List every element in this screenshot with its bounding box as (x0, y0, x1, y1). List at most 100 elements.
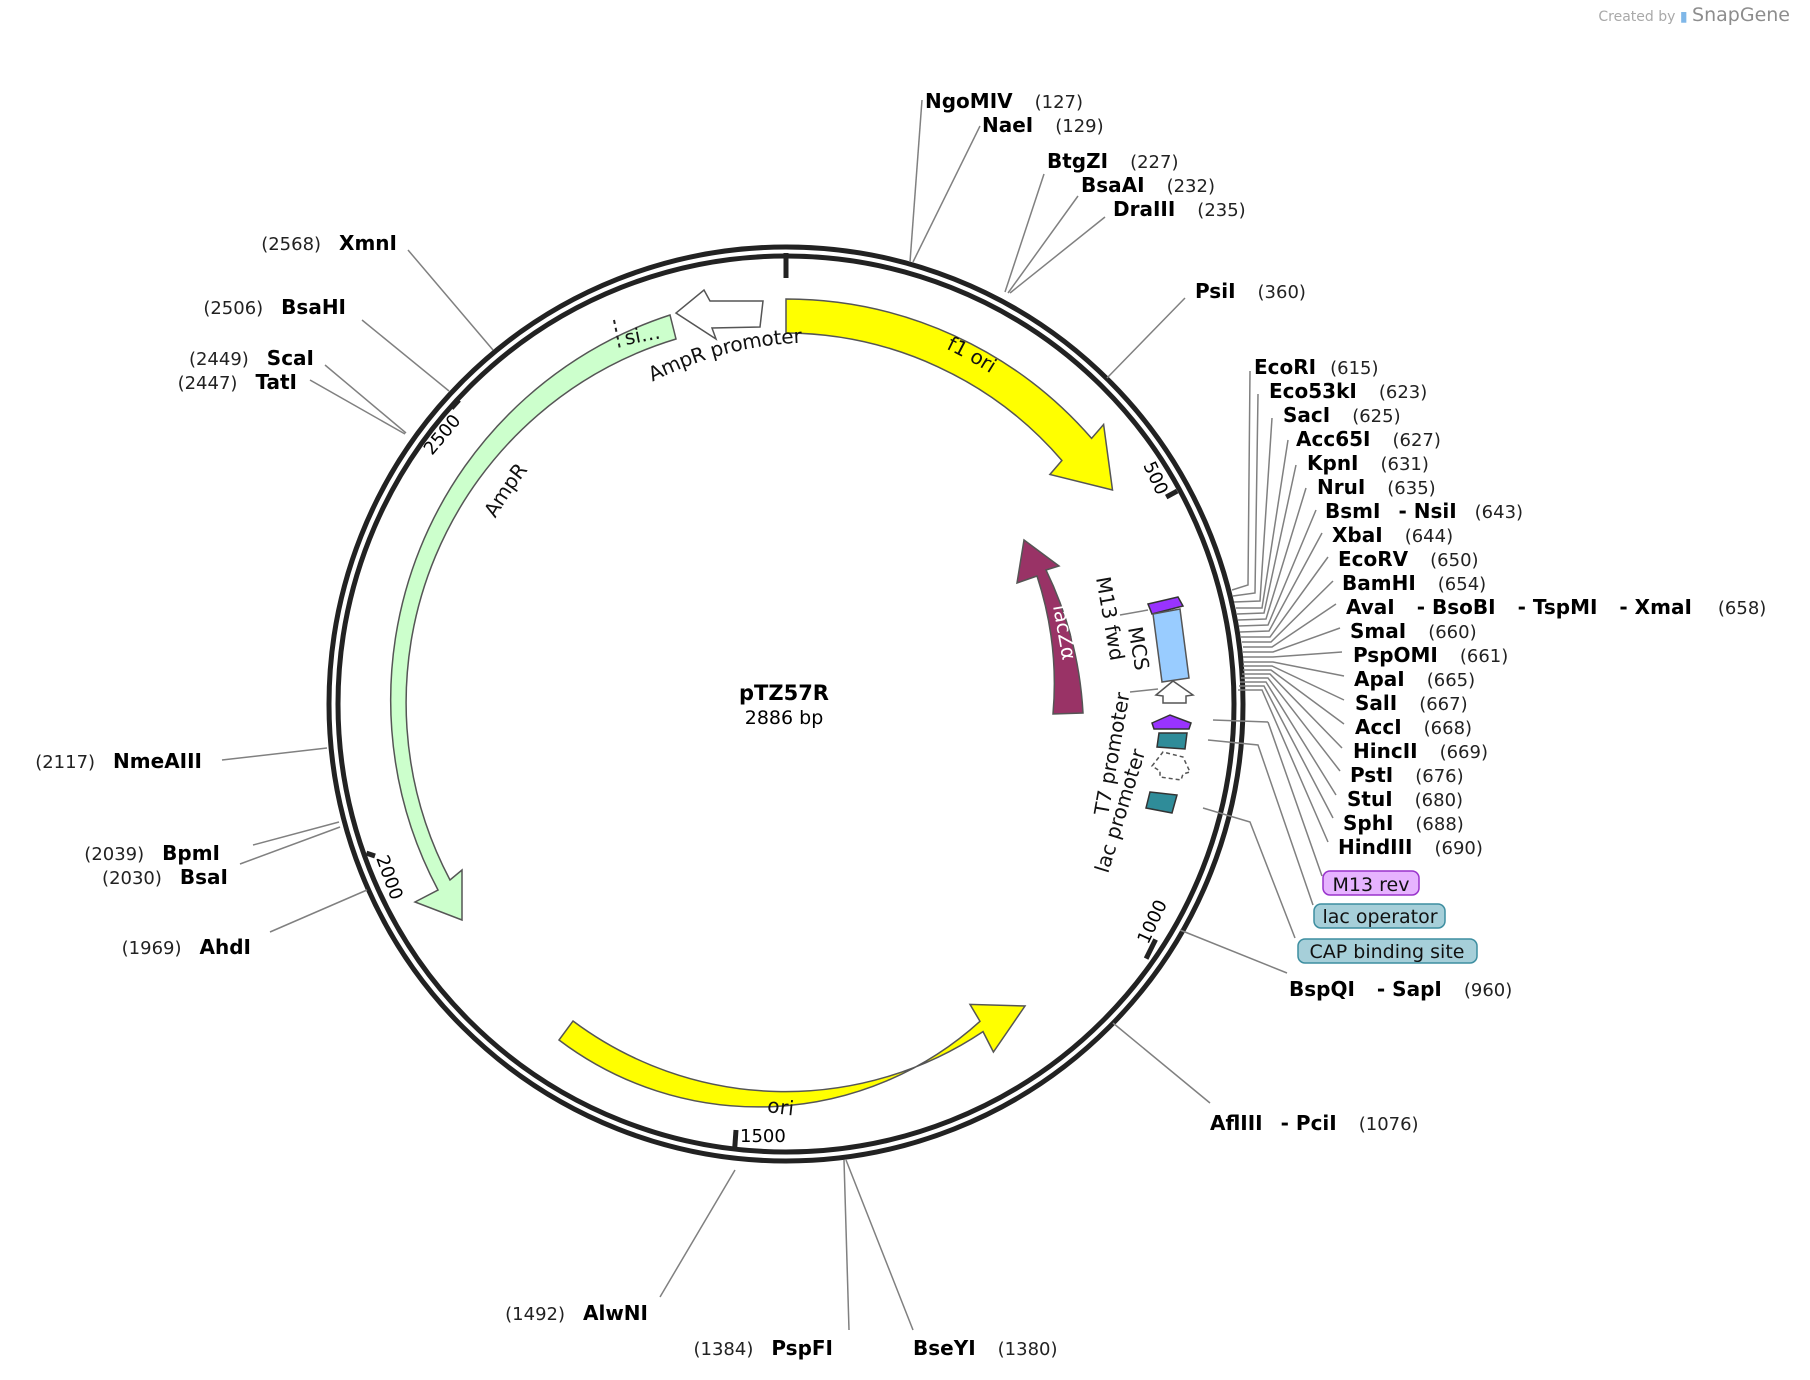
enzyme-pspfi[interactable]: (1384)PspFI (694, 1336, 834, 1360)
leader-saci (1233, 417, 1273, 603)
ampr-arrow[interactable] (389, 314, 677, 922)
enzyme-acci[interactable]: AccI(668) (1355, 715, 1472, 739)
enzyme-bspqi[interactable]: BspQI- SapI(960) (1289, 977, 1512, 1001)
leader-sali (1243, 665, 1345, 701)
badge-lac-operator-label: lac operator (1322, 906, 1437, 928)
enzyme-nrui[interactable]: NruI(635) (1317, 475, 1436, 499)
cap-site-box[interactable] (1145, 791, 1178, 814)
leader-draiii (1009, 216, 1106, 294)
enzyme-apai[interactable]: ApaI(665) (1354, 667, 1475, 691)
enzyme-btgzi[interactable]: BtgZI(227) (1047, 149, 1178, 173)
enzyme-psti[interactable]: PstI(676) (1350, 763, 1464, 787)
t7-promoter-arrow[interactable] (1154, 680, 1195, 704)
enzyme-bsaai[interactable]: BsaAI(232) (1081, 173, 1215, 197)
enzyme-saci[interactable]: SacI(625) (1283, 403, 1401, 427)
leader-bamhi (1242, 580, 1334, 643)
enzyme-pspomi[interactable]: PspOMI(661) (1353, 643, 1508, 667)
cap-site-leader (1202, 807, 1296, 939)
leader-alwni (659, 1169, 736, 1298)
badge-cap-site-label: CAP binding site (1310, 941, 1465, 963)
leader-pspomi (1243, 651, 1343, 658)
enzyme-avai[interactable]: AvaI- BsoBI- TspMI- XmaI(658) (1346, 595, 1766, 619)
badge-m13-rev-bg (1322, 870, 1420, 896)
m13-fwd-arrow[interactable] (1146, 596, 1185, 615)
leader-hincii (1242, 673, 1343, 749)
enzyme-bseyi[interactable]: BseYI(1380) (913, 1336, 1058, 1360)
enzyme-bamhi[interactable]: BamHI(654) (1342, 571, 1486, 595)
plasmid-name: pTZ57R (739, 681, 829, 705)
leader-bsmi (1238, 509, 1317, 627)
badge-m13-rev-label: M13 rev (1333, 874, 1410, 896)
leader-psii (1106, 297, 1186, 379)
enzyme-labels: NgoMIV(127) NaeI(129) BtgZI(227) BsaAI(2… (35, 89, 1766, 1360)
m13-fwd-label: M13 fwd (1091, 575, 1129, 663)
leader-bsahi (361, 319, 450, 392)
scale-ticks (365, 398, 1179, 1149)
leader-kpni (1236, 464, 1297, 615)
enzyme-ngomiv[interactable]: NgoMIV(127) (925, 89, 1083, 113)
leader-bspqi (1179, 929, 1288, 974)
tick-label-1500: 1500 (740, 1126, 786, 1147)
enzyme-bsai[interactable]: (2030)BsaI (102, 865, 228, 889)
enzyme-psii[interactable]: PsiI(360) (1195, 279, 1306, 303)
enzyme-leaders (221, 99, 1345, 1331)
ori-arrow[interactable] (557, 1003, 1027, 1108)
leader-hindiii (1238, 689, 1329, 843)
enzyme-sali[interactable]: SalI(667) (1355, 691, 1468, 715)
lac-promoter-arrow[interactable] (1150, 751, 1192, 781)
enzyme-ecori[interactable]: EcoRI(615) (1254, 355, 1379, 379)
f1-ori-arrow[interactable] (785, 298, 1114, 491)
enzyme-ecorv[interactable]: EcoRV(650) (1338, 547, 1479, 571)
enzyme-hincii[interactable]: HincII(669) (1353, 739, 1488, 763)
tick-500 (1165, 488, 1179, 500)
enzyme-kpni[interactable]: KpnI(631) (1307, 451, 1429, 475)
t7-promoter-leader (1129, 688, 1159, 693)
enzyme-tati[interactable]: (2447)TatI (178, 370, 297, 394)
mcs-box[interactable] (1152, 608, 1190, 683)
enzyme-bsmi[interactable]: BsmI- NsiI(643) (1325, 499, 1523, 523)
enzyme-acc65i[interactable]: Acc65I(627) (1296, 427, 1441, 451)
enzyme-xbai[interactable]: XbaI(644) (1332, 523, 1453, 547)
enzyme-naei[interactable]: NaeI(129) (982, 113, 1104, 137)
tick-label-2000: 2000 (371, 853, 406, 903)
enzyme-sphi[interactable]: SphI(688) (1343, 811, 1464, 835)
enzyme-eco53ki[interactable]: Eco53kI(623) (1269, 379, 1427, 403)
enzyme-afliii[interactable]: AflIII- PciI(1076) (1210, 1111, 1419, 1135)
enzyme-scai[interactable]: (2449)ScaI (189, 346, 314, 370)
leader-naei (912, 125, 981, 263)
ampr-promoter-arrow[interactable] (674, 288, 764, 341)
lac-operator-leader (1207, 739, 1314, 906)
enzyme-bpmi[interactable]: (2039)BpmI (84, 841, 220, 865)
enzyme-bsahi[interactable]: (2506)BsaHI (203, 295, 346, 319)
enzyme-hindiii[interactable]: HindIII(690) (1338, 835, 1483, 859)
leader-xmni (407, 249, 494, 351)
tick-2000 (365, 850, 376, 859)
leader-psti (1241, 677, 1341, 772)
svg-text:ori: ori (766, 1093, 796, 1120)
enzyme-xmni[interactable]: (2568)XmnI (261, 231, 397, 255)
enzyme-alwni[interactable]: (1492)AlwNI (505, 1301, 648, 1325)
badge-lac-operator[interactable]: lac operator (1313, 903, 1446, 929)
leader-afliii (1112, 1022, 1211, 1104)
leader-avai (1243, 603, 1337, 648)
enzyme-draiii[interactable]: DraIII(235) (1113, 197, 1246, 221)
leader-ahdi (269, 889, 368, 933)
leader-acc65i (1236, 439, 1289, 609)
enzyme-nmeaiii[interactable]: (2117)NmeAIII (35, 749, 202, 773)
leader-pspfi (843, 1159, 850, 1331)
leader-ecorv (1241, 556, 1329, 638)
badge-m13-rev[interactable]: M13 rev (1322, 870, 1420, 896)
lac-operator-box[interactable] (1156, 732, 1188, 750)
enzyme-smai[interactable]: SmaI(660) (1350, 619, 1477, 643)
backbone-outer-ring (326, 244, 1246, 1164)
leader-smai (1243, 627, 1341, 653)
lacza-arrow[interactable] (1016, 538, 1084, 715)
leader-btgzi (1004, 173, 1045, 293)
m13-rev-leader (1212, 719, 1269, 723)
leader-stui (1240, 681, 1337, 796)
enzyme-stui[interactable]: StuI(680) (1347, 787, 1463, 811)
tick-1500 (732, 1129, 739, 1149)
m13-rev-arrow[interactable] (1151, 714, 1192, 730)
enzyme-ahdi[interactable]: (1969)AhdI (122, 935, 251, 959)
badge-cap-site[interactable]: CAP binding site (1297, 938, 1478, 964)
